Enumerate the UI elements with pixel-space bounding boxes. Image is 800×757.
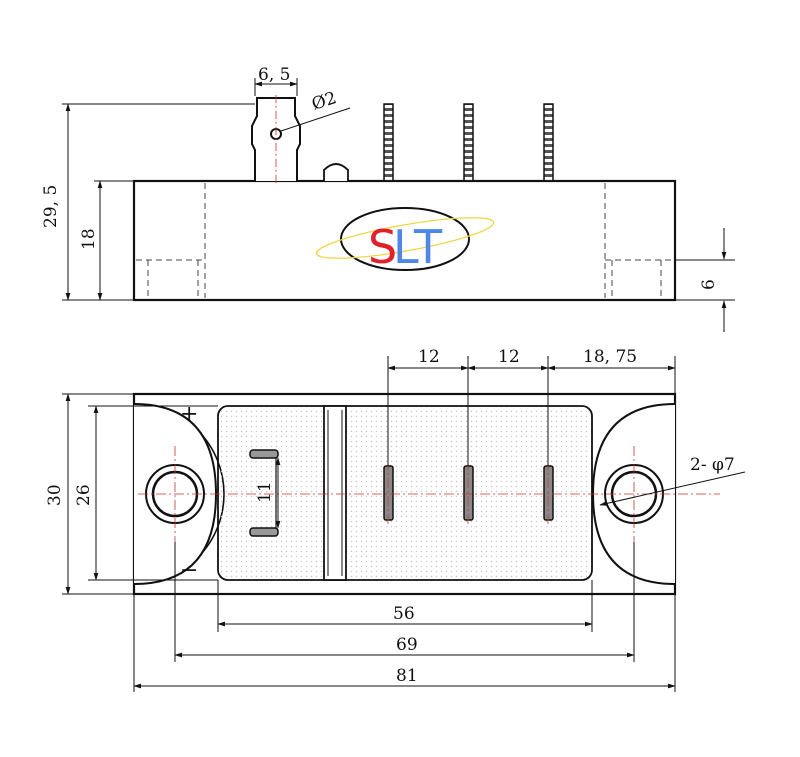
side-dimensions — [62, 78, 735, 332]
logo-letter-s: S — [368, 220, 397, 274]
side-pins — [383, 103, 554, 182]
logo-ellipse — [340, 207, 470, 271]
top-pins — [383, 465, 554, 521]
dim-pitch-2: 12 — [498, 347, 520, 367]
inner-panel — [217, 405, 593, 581]
center-lines — [138, 446, 720, 542]
polarity-minus: − — [180, 558, 198, 583]
dim-inner-width: 56 — [393, 604, 415, 624]
side-dimension-labels: 6, 5 Ø2 29, 5 18 6 — [41, 65, 719, 290]
top-dimensions — [62, 356, 746, 692]
dim-pitch-3: 18, 75 — [583, 347, 637, 367]
hidden-lines — [136, 183, 673, 298]
center-bar — [323, 405, 347, 581]
logo-orbit — [315, 217, 495, 259]
dim-hole-spacing: 69 — [396, 635, 418, 655]
dim-total-height: 29, 5 — [41, 185, 61, 228]
dim-pin-width: 6, 5 — [258, 65, 290, 85]
dim-outer-height: 30 — [45, 484, 65, 506]
side-bump — [323, 163, 349, 181]
top-view — [132, 392, 720, 596]
side-pin-1 — [383, 103, 394, 182]
dim-hole-spec: 2- φ7 — [690, 455, 735, 475]
dim-pitch-1: 12 — [418, 347, 440, 367]
polarity-plus: + — [180, 402, 198, 427]
logo-letter-l: L — [393, 220, 419, 274]
dim-inner-height: 26 — [74, 484, 94, 506]
logo-letter-t: T — [413, 220, 443, 274]
dim-overall-length: 81 — [396, 666, 418, 686]
top-pin-1 — [383, 465, 394, 521]
dim-hole-dia: Ø2 — [309, 88, 339, 115]
dim-body-height: 18 — [79, 228, 99, 250]
slt-logo: S L T — [315, 207, 495, 274]
side-pin-3 — [543, 103, 554, 182]
top-pin-3 — [543, 465, 554, 521]
dim-pin-span: 11 — [255, 481, 275, 503]
top-dimension-labels: 12 12 18, 75 30 26 11 2- φ7 56 69 81 + − — [45, 347, 735, 686]
side-pin-2 — [463, 103, 474, 182]
dim-mount-depth: 6 — [699, 279, 719, 290]
top-pin-2 — [463, 465, 474, 521]
